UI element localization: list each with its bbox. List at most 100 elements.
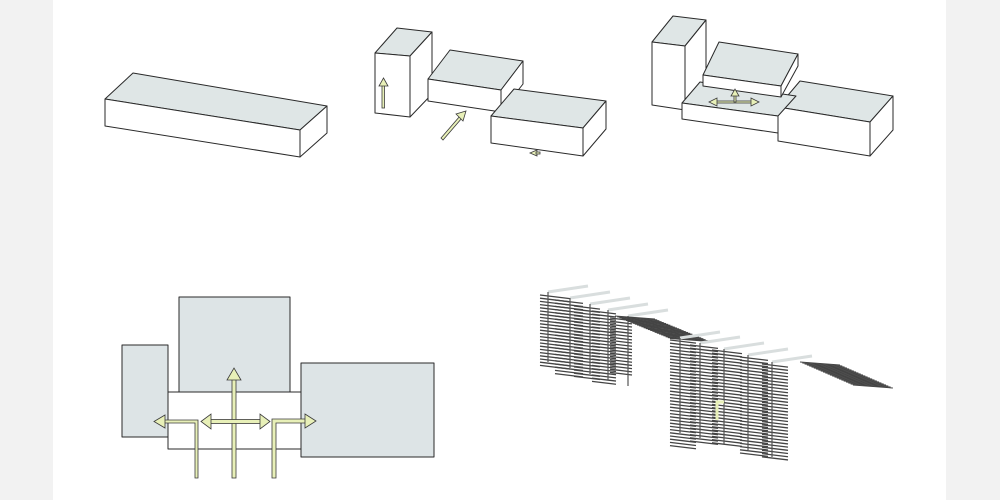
louver-wall xyxy=(739,420,769,426)
louver-wall xyxy=(591,345,617,350)
louver-top-fin xyxy=(643,327,684,332)
louver-wall xyxy=(554,299,584,305)
louver-frame xyxy=(699,335,741,345)
louver-wall xyxy=(689,363,719,369)
louver-wall xyxy=(711,378,743,384)
louver-wall xyxy=(591,348,617,353)
louver-wall xyxy=(591,342,617,347)
louver-wall xyxy=(739,439,769,445)
louver-wall xyxy=(739,449,769,454)
louver-wall xyxy=(711,426,743,432)
louver-wall xyxy=(689,353,719,359)
louver-top-fin xyxy=(822,371,864,376)
arrow-small-icon xyxy=(528,149,541,157)
louver-wall xyxy=(711,371,743,377)
louver-wall xyxy=(689,398,719,404)
louver-frame xyxy=(627,308,669,318)
louver-wall xyxy=(669,441,697,447)
louver-frame xyxy=(589,296,631,306)
louver-wall xyxy=(711,429,743,435)
step-3-connector-block xyxy=(681,81,797,134)
louver-top-fin xyxy=(614,315,656,320)
louver-wall xyxy=(761,404,789,410)
louver-wall xyxy=(761,379,789,384)
circulation-arrow-icon xyxy=(153,367,317,479)
louver-wall xyxy=(591,326,617,331)
louver-frame xyxy=(607,302,649,312)
louver-wall xyxy=(591,313,617,318)
louver-wall xyxy=(739,404,769,410)
louver-wall xyxy=(711,384,743,390)
louver-wall xyxy=(591,355,617,360)
louver-top-fin xyxy=(630,321,671,326)
louver-frame xyxy=(747,347,789,357)
louver-wall xyxy=(711,362,743,368)
step-1-bar-volume xyxy=(104,72,328,158)
step-5-louver-massing xyxy=(539,284,893,461)
louver-top-fin xyxy=(836,377,877,382)
louver-wall xyxy=(761,452,789,458)
louver-wall xyxy=(573,305,601,310)
step-4-plan xyxy=(121,296,435,458)
louver-top-fin xyxy=(619,317,660,322)
louver-top-fin xyxy=(806,364,847,369)
louver-wall xyxy=(711,355,743,361)
arrow-up-icon xyxy=(378,77,389,109)
louver-frame xyxy=(771,354,813,364)
louver-wall xyxy=(739,397,769,403)
louver-wall xyxy=(739,385,769,390)
louver-wall xyxy=(689,417,719,423)
plan-right-wing xyxy=(300,362,435,458)
louver-wall xyxy=(761,414,789,419)
louver-wall xyxy=(739,445,769,451)
louver-wall xyxy=(739,388,769,394)
upper-block-side xyxy=(780,53,799,98)
step-3-upper-block xyxy=(702,41,799,98)
louver-wall xyxy=(591,358,617,363)
louver-top-fin xyxy=(825,372,866,377)
louver-wall xyxy=(711,368,743,374)
louver-wall xyxy=(761,392,789,397)
louver-top-fin xyxy=(843,380,884,385)
tall-block-front-3 xyxy=(651,41,686,111)
louver-wall xyxy=(739,401,769,406)
louver-top-fin xyxy=(834,376,875,381)
louver-wall xyxy=(761,388,789,394)
louver-top-fin xyxy=(804,363,845,368)
louver-wall xyxy=(689,414,719,420)
louver-top-fin xyxy=(832,375,873,380)
louver-top-fin xyxy=(634,323,675,328)
louver-top-fin xyxy=(818,369,859,374)
louver-wall xyxy=(761,420,789,426)
louver-top-fin xyxy=(625,320,667,324)
louver-wall xyxy=(761,401,789,407)
louver-wall xyxy=(689,395,719,401)
louver-top-fin xyxy=(827,373,868,378)
louver-wall xyxy=(739,381,769,387)
louver-wall xyxy=(689,344,719,350)
louver-wall xyxy=(689,433,719,439)
louver-wall xyxy=(739,429,769,435)
louver-wall xyxy=(689,430,719,436)
louver-wall xyxy=(739,365,769,371)
louver-wall xyxy=(591,316,617,321)
louver-wall xyxy=(711,365,743,371)
louver-wall xyxy=(711,419,743,425)
louver-wall xyxy=(739,442,769,448)
louver-wall xyxy=(711,432,743,438)
louver-wall xyxy=(739,423,769,429)
louver-wall xyxy=(761,376,789,381)
louver-wall xyxy=(761,382,789,387)
louver-wall xyxy=(761,369,789,375)
louver-wall xyxy=(689,440,719,446)
louver-wall xyxy=(711,442,743,448)
louver-wall xyxy=(591,339,617,344)
louver-wall xyxy=(689,392,719,398)
louver-top-fin xyxy=(816,368,857,373)
louver-top-fin xyxy=(848,382,889,387)
louver-wall xyxy=(689,376,719,382)
louver-wall xyxy=(591,371,617,376)
louver-wall xyxy=(539,294,571,300)
louver-wall xyxy=(739,452,769,458)
louver-wall xyxy=(739,426,769,432)
